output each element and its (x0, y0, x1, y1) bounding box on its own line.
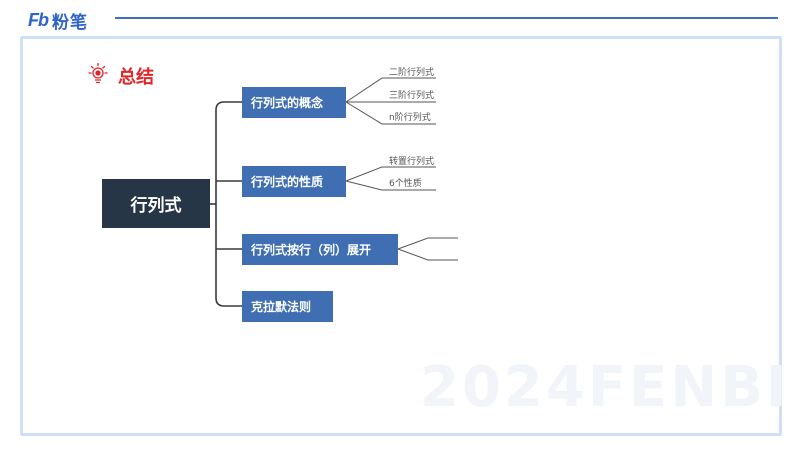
mindmap-root: 行列式 (102, 179, 210, 228)
watermark: 2024FENBI (420, 355, 790, 420)
leaf-third-order: 三阶行列式 (389, 91, 435, 101)
logo-text: 粉笔 (52, 12, 88, 33)
branch-concept: 行列式的概念 (242, 87, 346, 118)
branch-expansion: 行列式按行（列）展开 (242, 234, 398, 265)
logo-mark: Fb (28, 9, 49, 30)
leaf-second-order: 二阶行列式 (389, 68, 435, 78)
header-rule (115, 17, 778, 19)
brand-logo: Fb 粉笔 (28, 8, 88, 33)
summary-title: 总结 (118, 67, 154, 88)
slide-frame (20, 36, 782, 436)
leaf-transpose: 转置行列式 (389, 157, 435, 167)
lightbulb-icon (86, 62, 110, 90)
branch-cramer: 克拉默法则 (242, 291, 333, 322)
leaf-n-order: n阶行列式 (389, 113, 431, 123)
leaf-six-properties: 6个性质 (389, 179, 422, 189)
summary-heading: 总结 (86, 62, 154, 90)
branch-properties: 行列式的性质 (242, 166, 346, 197)
